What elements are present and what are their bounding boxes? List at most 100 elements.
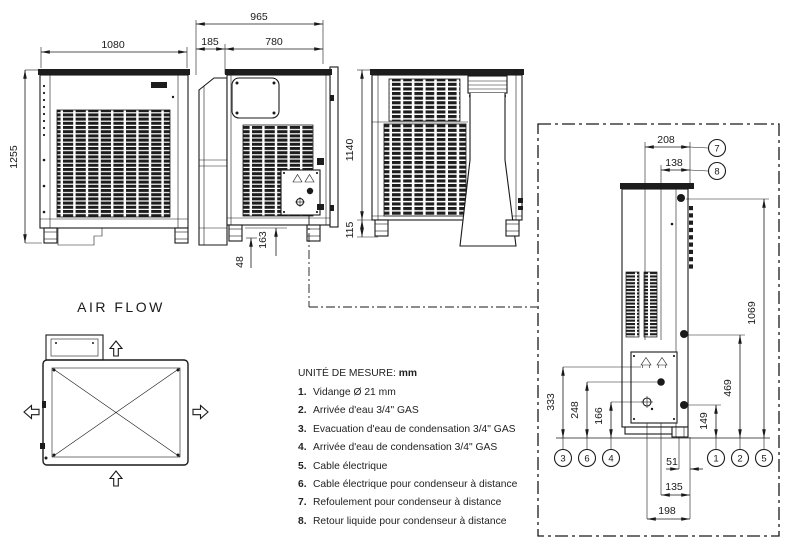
- detail-grille-left: [625, 271, 640, 338]
- legend-item-1: 1. Vidange Ø 21 mm: [298, 387, 548, 398]
- detail-border: [537, 123, 780, 537]
- side-total-value: 965: [250, 11, 268, 23]
- detail-hinge-squares: [689, 206, 693, 269]
- front-dim-height: 1255: [8, 69, 42, 244]
- detail-248-value: 248: [569, 401, 581, 419]
- rear-feet: [374, 219, 520, 237]
- legend-item-number: 6.: [298, 478, 307, 490]
- front-view: 1080 1255: [8, 39, 190, 246]
- legend-item-number: 3.: [298, 423, 307, 435]
- legend-item-3: 3. Evacuation d'eau de condensation 3/4"…: [298, 424, 548, 435]
- callout-5-value: 5: [761, 454, 766, 465]
- legend-item-number: 5.: [298, 460, 307, 472]
- arrow-up-bottom-icon: [108, 470, 124, 487]
- connector-dot: [306, 187, 314, 195]
- legend-item-text: Arrivée d'eau 3/4" GAS: [313, 405, 419, 417]
- front-bottom-panel: [57, 228, 103, 246]
- legend-item-text: Refoulement pour condenseur à distance: [313, 497, 502, 509]
- front-rivets: [42, 84, 175, 214]
- detail-198-value: 198: [658, 505, 676, 517]
- legend-item-number: 7.: [298, 497, 307, 509]
- callout-4-value: 4: [608, 454, 613, 465]
- side-dims-top: 965 185 780: [195, 11, 324, 75]
- warning-triangle-icon: [656, 356, 668, 366]
- detail-view: 208 138 7 8 1069 469 149 333: [537, 123, 780, 537]
- legend-item-text: Cable électrique: [313, 460, 388, 472]
- side-rear-strip: [329, 66, 339, 228]
- side-duct: [198, 77, 228, 246]
- callout-1-value: 1: [713, 454, 718, 465]
- legend: UNITÉ DE MESURE: mm 1. Vidange Ø 21 mm 2…: [298, 368, 548, 534]
- side-feet: [228, 224, 321, 242]
- callout-7: [707, 138, 727, 158]
- connection-top: [677, 194, 685, 202]
- detail-135-value: 135: [665, 481, 683, 493]
- rear-view: 1140 115: [344, 69, 524, 247]
- rear-height-value: 1140: [344, 139, 356, 162]
- warning-triangle-icon: [640, 356, 652, 366]
- arrow-up-top-icon: [108, 340, 124, 357]
- detail-grille-right: [643, 271, 658, 338]
- detail-dims-left: 333 248 166: [545, 366, 657, 439]
- side-body-value: 780: [265, 36, 283, 48]
- side-drain-h-value: 163: [257, 231, 269, 249]
- arrow-right-icon: [192, 404, 209, 420]
- warning-triangle-icon: [304, 173, 315, 183]
- callout-8: [707, 161, 727, 181]
- rear-top-cap: [370, 69, 524, 75]
- callout-6-value: 6: [584, 454, 589, 465]
- legend-item-text: Retour liquide pour condenseur à distanc…: [313, 515, 507, 527]
- detail-callouts-bottom: 3 6 4 1 2 5: [553, 438, 774, 468]
- front-height-value: 1255: [8, 145, 20, 169]
- callout-5: [754, 448, 774, 468]
- rear-unit: [370, 69, 524, 247]
- callout-2: [730, 448, 750, 468]
- callout-4: [601, 448, 621, 468]
- rear-grille-top: [388, 78, 461, 122]
- legend-item-number: 1.: [298, 387, 307, 398]
- front-grille: [56, 109, 171, 218]
- legend-item-text: Cable électrique pour condenseur à dista…: [313, 478, 518, 490]
- airflow-unit-top: [40, 359, 189, 466]
- detail-1069-value: 1069: [746, 301, 758, 325]
- legend-item-text: Vidange Ø 21 mm: [313, 387, 396, 398]
- front-width-value: 1080: [101, 39, 125, 51]
- detail-208-value: 208: [657, 134, 675, 146]
- connection-cable: [657, 378, 665, 386]
- legend-item-text: Evacuation d'eau de condensation 3/4" GA…: [313, 423, 516, 435]
- side-access-window: [231, 77, 280, 119]
- detail-dims-bottom: 51 135 198: [646, 423, 703, 521]
- side-dims-bottom: 163 48: [234, 227, 287, 268]
- airflow-arrows: [23, 340, 209, 487]
- detail-foot: [671, 426, 689, 438]
- front-unit: [38, 69, 190, 246]
- airflow-diagram: AIR FLOW: [23, 299, 209, 487]
- callout-3-value: 3: [560, 454, 565, 465]
- detail-connection-panel: [630, 351, 678, 424]
- airflow-title: AIR FLOW: [77, 299, 165, 315]
- airflow-duct: [45, 334, 104, 361]
- side-drain-x-value: 48: [234, 256, 246, 268]
- legend-item-number: 8.: [298, 515, 307, 527]
- front-feet: [43, 227, 189, 244]
- detail-top-cap: [620, 183, 694, 189]
- front-top-cap: [38, 69, 190, 75]
- callout-1: [706, 448, 726, 468]
- legend-item-text: Arrivée d'eau de condensation 3/4" GAS: [313, 442, 498, 454]
- legend-item-number: 2.: [298, 405, 307, 417]
- side-top-cap: [225, 69, 332, 75]
- legend-item-2: 2. Arrivée d'eau 3/4" GAS: [298, 405, 548, 416]
- callout-3: [553, 448, 573, 468]
- legend-item-8: 8. Retour liquide pour condenseur à dist…: [298, 516, 548, 527]
- connection-low: [680, 401, 688, 409]
- detail-unit: [620, 183, 694, 438]
- side-control-box: [280, 169, 321, 216]
- side-duct-value: 185: [201, 36, 219, 48]
- arrow-left-icon: [23, 404, 40, 420]
- side-unit: [198, 66, 339, 246]
- detail-dims-right: 1069 469 149: [686, 198, 769, 439]
- warning-triangle-icon: [292, 173, 303, 183]
- detail-138-value: 138: [665, 157, 683, 169]
- callout-8-value: 8: [714, 167, 719, 178]
